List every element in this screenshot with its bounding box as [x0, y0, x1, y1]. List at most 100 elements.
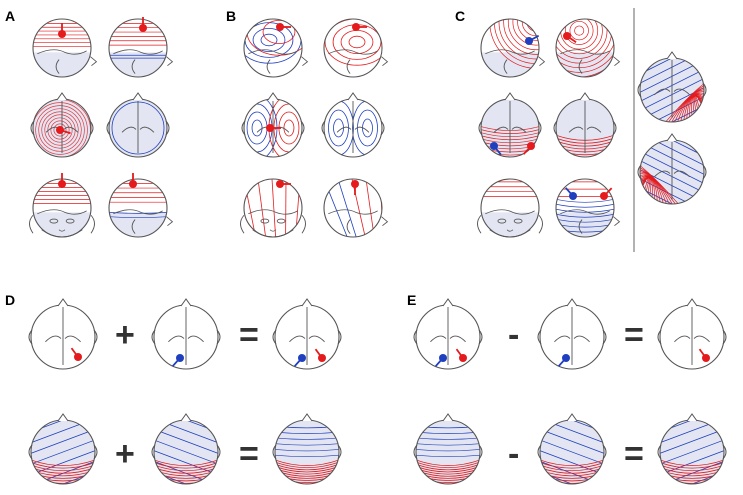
isoline	[416, 449, 480, 452]
brain-contour	[37, 49, 87, 55]
isoline	[540, 464, 604, 472]
mouth-icon	[269, 229, 277, 232]
isoline	[540, 467, 604, 474]
sulcus-right	[187, 335, 204, 343]
ear-right-icon	[702, 82, 707, 98]
mouth-icon	[506, 229, 514, 232]
head-outline-icon	[555, 18, 615, 78]
panel-a-back-right	[108, 173, 174, 238]
sulcus-right	[511, 126, 527, 133]
nose-icon	[381, 216, 389, 227]
ear-icon	[578, 219, 583, 234]
isoline	[38, 108, 82, 152]
dipole-source	[490, 142, 498, 150]
panel-a-front-left	[29, 173, 95, 238]
dipole-source	[298, 354, 306, 362]
panel-b-front-left	[240, 178, 306, 238]
isoline	[35, 105, 85, 155]
brain-contour	[248, 49, 298, 55]
ear-left-icon	[28, 329, 33, 345]
isoline	[540, 459, 604, 466]
ear-right-icon	[602, 444, 607, 460]
isoline	[275, 443, 339, 446]
eye-right-icon	[276, 218, 286, 224]
isoline	[109, 216, 167, 219]
ear-icon	[55, 59, 60, 74]
nose-icon	[57, 298, 69, 307]
dipole-source	[569, 192, 577, 200]
ear-right-icon	[300, 120, 305, 136]
isoline	[31, 437, 95, 467]
brain-contour	[485, 49, 535, 55]
brain-contour	[560, 209, 610, 215]
ear-right-icon	[380, 120, 385, 136]
isoline	[660, 462, 724, 469]
isoline	[556, 208, 614, 213]
scalp-fill	[244, 19, 302, 77]
ear-icon	[266, 59, 271, 74]
sulcus-right	[673, 88, 690, 96]
ear-right-icon	[93, 444, 98, 460]
nose-icon	[613, 56, 621, 67]
ear-right-icon	[602, 329, 607, 345]
ear-left-icon	[28, 444, 33, 460]
isoline	[416, 463, 480, 471]
ear-right-icon	[216, 444, 221, 460]
sulcus-left	[168, 335, 185, 343]
scalp-fill	[416, 420, 480, 484]
eye-right-icon	[513, 218, 523, 224]
isoline	[416, 443, 480, 446]
panel-e-top-3	[657, 298, 727, 370]
dipole-source	[139, 24, 147, 32]
panel-b-side-right	[323, 18, 389, 78]
sulcus-right	[673, 170, 690, 178]
sulcus-right	[693, 335, 710, 343]
ear-left-icon	[413, 444, 418, 460]
isoline	[275, 466, 339, 473]
nose-icon	[301, 298, 313, 307]
brain-contour	[560, 49, 610, 55]
isoline	[416, 466, 480, 473]
isoline	[275, 463, 339, 471]
sulcus-left	[654, 88, 671, 96]
panel-d-plus-top: +	[115, 316, 135, 354]
nose-icon	[579, 92, 591, 101]
brain-contour	[248, 209, 298, 215]
nose-icon	[180, 413, 192, 422]
ear-left-icon	[637, 82, 642, 98]
panel-d-top-3	[272, 298, 342, 370]
panel-e-minus-bottom: -	[508, 435, 519, 473]
ear-left-icon	[106, 120, 111, 136]
panel-a-side-right	[108, 17, 174, 78]
dipole-source	[318, 354, 326, 362]
panel-e-bottom-1	[413, 413, 483, 485]
nose-icon	[442, 413, 454, 422]
isoline	[556, 213, 614, 218]
sulcus-right	[354, 126, 370, 133]
panel-a-side-left	[32, 18, 98, 78]
isoline	[109, 212, 167, 214]
ear-right-icon	[93, 329, 98, 345]
nose-icon	[566, 413, 578, 422]
isoline	[275, 459, 339, 466]
isoline	[660, 467, 724, 474]
panel-d-bottom-2	[151, 413, 221, 485]
dipole-source	[352, 23, 360, 31]
nose-icon	[57, 413, 69, 422]
head-outline-icon	[108, 18, 168, 78]
panel-a-top-right	[106, 92, 170, 158]
ear-right-icon	[537, 120, 542, 136]
dipole-source	[459, 354, 467, 362]
panel-e-bottom-2	[537, 413, 607, 485]
nose-icon	[347, 92, 359, 101]
dipole-source	[562, 354, 570, 362]
ear-left-icon	[478, 120, 483, 136]
isoline	[556, 198, 614, 203]
dipole-source	[129, 180, 137, 188]
panel-c-label: C	[455, 8, 465, 24]
sulcus-right	[586, 126, 602, 133]
head-outline-icon	[323, 18, 383, 78]
ear-right-icon	[165, 120, 170, 136]
sulcus-left	[121, 126, 137, 133]
